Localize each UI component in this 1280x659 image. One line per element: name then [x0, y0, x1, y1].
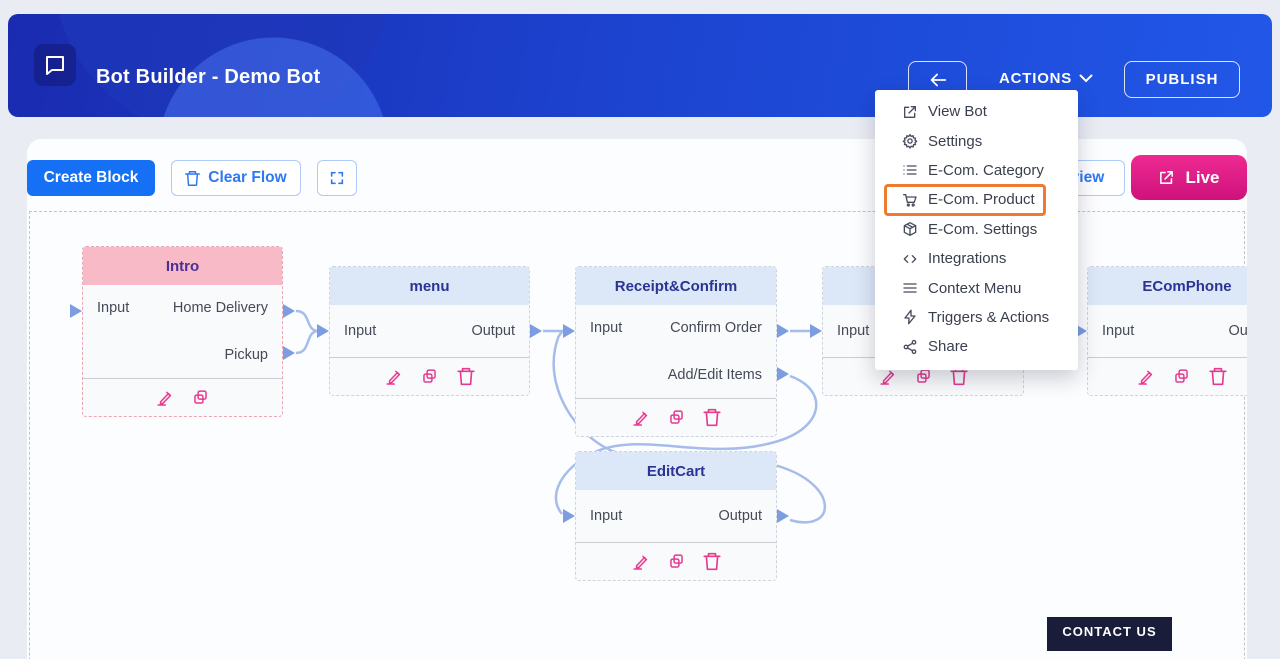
- contact-us-label: CONTACT US: [1062, 624, 1157, 639]
- output-port-label[interactable]: Output: [718, 508, 762, 524]
- live-label: Live: [1185, 167, 1220, 187]
- actions-dropdown-menu: View Bot Settings E-Com. Category E-Com.…: [875, 90, 1078, 370]
- copy-block-icon[interactable]: [666, 551, 687, 572]
- input-port-label[interactable]: Input: [590, 320, 623, 337]
- output-port-label[interactable]: Add/Edit Items: [667, 366, 762, 383]
- copy-block-icon[interactable]: [666, 407, 687, 428]
- menu-item-label: E-Com. Product: [928, 191, 1035, 209]
- output-port-label[interactable]: Pickup: [224, 346, 268, 363]
- create-block-button[interactable]: Create Block: [27, 160, 155, 196]
- external-link-icon: [1158, 169, 1175, 186]
- menu-item-settings[interactable]: Settings: [875, 126, 1078, 155]
- block-title[interactable]: EComPhone: [1088, 267, 1247, 305]
- input-port-label[interactable]: Input: [97, 300, 130, 317]
- bot-logo-tile: [34, 44, 76, 86]
- fullscreen-button[interactable]: [317, 160, 357, 196]
- package-icon: [901, 220, 919, 238]
- page-title: Bot Builder - Demo Bot: [96, 66, 321, 88]
- app-header: Bot Builder - Demo Bot ACTIONS PUBLISH: [8, 14, 1272, 117]
- live-button[interactable]: Live: [1131, 155, 1247, 200]
- external-link-icon: [901, 103, 919, 121]
- edit-block-icon[interactable]: [877, 366, 898, 387]
- bolt-icon: [901, 308, 919, 326]
- cart-icon: [901, 191, 919, 209]
- block-title[interactable]: menu: [330, 267, 529, 305]
- delete-block-icon[interactable]: [702, 551, 723, 572]
- expand-icon: [329, 170, 345, 186]
- menu-item-integrations[interactable]: Integrations: [875, 244, 1078, 273]
- input-port-label[interactable]: Input: [1102, 323, 1135, 339]
- input-port-label[interactable]: Input: [344, 323, 377, 339]
- contact-us-button[interactable]: CONTACT US: [1047, 617, 1172, 651]
- edit-block-icon[interactable]: [630, 407, 651, 428]
- menu-item-ecom-category[interactable]: E-Com. Category: [875, 156, 1078, 185]
- edit-block-icon[interactable]: [630, 551, 651, 572]
- flow-block-ecomphone[interactable]: EComPhone Input Output: [1087, 266, 1247, 396]
- menu-item-label: View Bot: [928, 103, 987, 121]
- input-port-label[interactable]: Input: [837, 323, 870, 339]
- menu-item-label: Settings: [928, 132, 983, 150]
- input-port-label[interactable]: Input: [590, 508, 623, 524]
- copy-block-icon[interactable]: [1171, 366, 1192, 387]
- block-title[interactable]: Intro: [83, 247, 282, 285]
- menu-item-label: Share: [928, 338, 969, 356]
- output-port-label[interactable]: Home Delivery: [172, 300, 268, 317]
- menu-item-ecom-settings[interactable]: E-Com. Settings: [875, 215, 1078, 244]
- delete-block-icon[interactable]: [455, 366, 476, 387]
- flow-canvas-boundary: [29, 211, 1245, 659]
- menu-item-label: E-Com. Settings: [928, 220, 1038, 238]
- code-icon: [901, 250, 919, 268]
- flow-block-receipt-confirm[interactable]: Receipt&Confirm Input Confirm Order Add/…: [575, 266, 777, 437]
- menu-item-view-bot[interactable]: View Bot: [875, 97, 1078, 126]
- edit-block-icon[interactable]: [1135, 366, 1156, 387]
- menu-item-context-menu[interactable]: Context Menu: [875, 273, 1078, 302]
- flow-block-editcart[interactable]: EditCart Input Output: [575, 451, 777, 581]
- menu-item-triggers-actions[interactable]: Triggers & Actions: [875, 303, 1078, 332]
- block-title[interactable]: Receipt&Confirm: [576, 267, 776, 305]
- flow-block-intro[interactable]: Intro Input Home Delivery Pickup: [82, 246, 283, 417]
- menu-item-label: Integrations: [928, 250, 1007, 268]
- copy-block-icon[interactable]: [913, 366, 934, 387]
- menu-lines-icon: [901, 279, 919, 297]
- chevron-down-icon: [1079, 74, 1093, 83]
- delete-block-icon[interactable]: [1207, 366, 1228, 387]
- flow-block-menu[interactable]: menu Input Output: [329, 266, 530, 396]
- delete-block-icon[interactable]: [702, 407, 723, 428]
- share-icon: [901, 338, 919, 356]
- chat-bubble-icon: [43, 53, 67, 77]
- list-icon: [901, 161, 919, 179]
- menu-item-ecom-product[interactable]: E-Com. Product: [875, 185, 1078, 214]
- menu-item-share[interactable]: Share: [875, 332, 1078, 361]
- output-port-label[interactable]: Output: [471, 323, 515, 339]
- output-port-label[interactable]: Confirm Order: [670, 320, 762, 337]
- menu-item-label: Triggers & Actions: [928, 308, 1050, 326]
- clear-flow-label: Clear Flow: [208, 169, 287, 186]
- copy-block-icon[interactable]: [419, 366, 440, 387]
- block-title[interactable]: EditCart: [576, 452, 776, 490]
- copy-block-icon[interactable]: [190, 387, 211, 408]
- edit-block-icon[interactable]: [154, 387, 175, 408]
- back-arrow-icon: [927, 71, 949, 89]
- publish-label: PUBLISH: [1145, 71, 1219, 88]
- actions-dropdown-trigger[interactable]: ACTIONS: [999, 70, 1093, 87]
- output-port-label[interactable]: Output: [1228, 323, 1247, 339]
- gear-icon: [901, 132, 919, 150]
- trash-icon: [185, 170, 201, 187]
- publish-button[interactable]: PUBLISH: [1124, 61, 1240, 98]
- clear-flow-button[interactable]: Clear Flow: [171, 160, 301, 196]
- menu-item-label: Context Menu: [928, 279, 1022, 297]
- actions-label: ACTIONS: [999, 70, 1073, 87]
- edit-block-icon[interactable]: [383, 366, 404, 387]
- menu-item-label: E-Com. Category: [928, 161, 1044, 179]
